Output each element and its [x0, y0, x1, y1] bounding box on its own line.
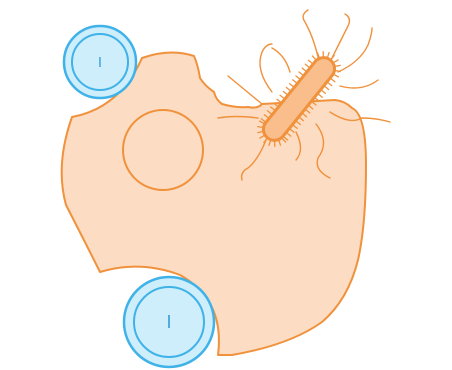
pilus: [334, 75, 338, 77]
pilus: [334, 60, 338, 63]
pilus: [325, 86, 329, 89]
pilus: [293, 80, 297, 83]
badge-label: I: [166, 312, 171, 332]
nucleus: [123, 110, 203, 190]
pilus: [305, 64, 309, 67]
pilus: [277, 99, 281, 102]
pilus: [280, 95, 284, 98]
pilus: [328, 53, 330, 58]
badge-label: I: [98, 54, 102, 71]
pilus: [290, 84, 294, 87]
pilus: [258, 127, 263, 128]
pilus: [318, 94, 322, 97]
pilus: [296, 76, 300, 79]
pilus: [286, 88, 290, 91]
pilus: [335, 65, 340, 66]
pilus: [308, 60, 312, 63]
pilus: [299, 72, 303, 75]
pilus: [322, 90, 326, 93]
immune-badge-top: I: [64, 26, 136, 98]
pilus: [328, 83, 332, 86]
pilus: [331, 79, 335, 82]
pilus: [283, 91, 287, 94]
pilus: [335, 71, 340, 72]
immune-badge-bottom: I: [124, 277, 214, 367]
pilus: [302, 68, 306, 71]
pilus: [312, 56, 315, 60]
